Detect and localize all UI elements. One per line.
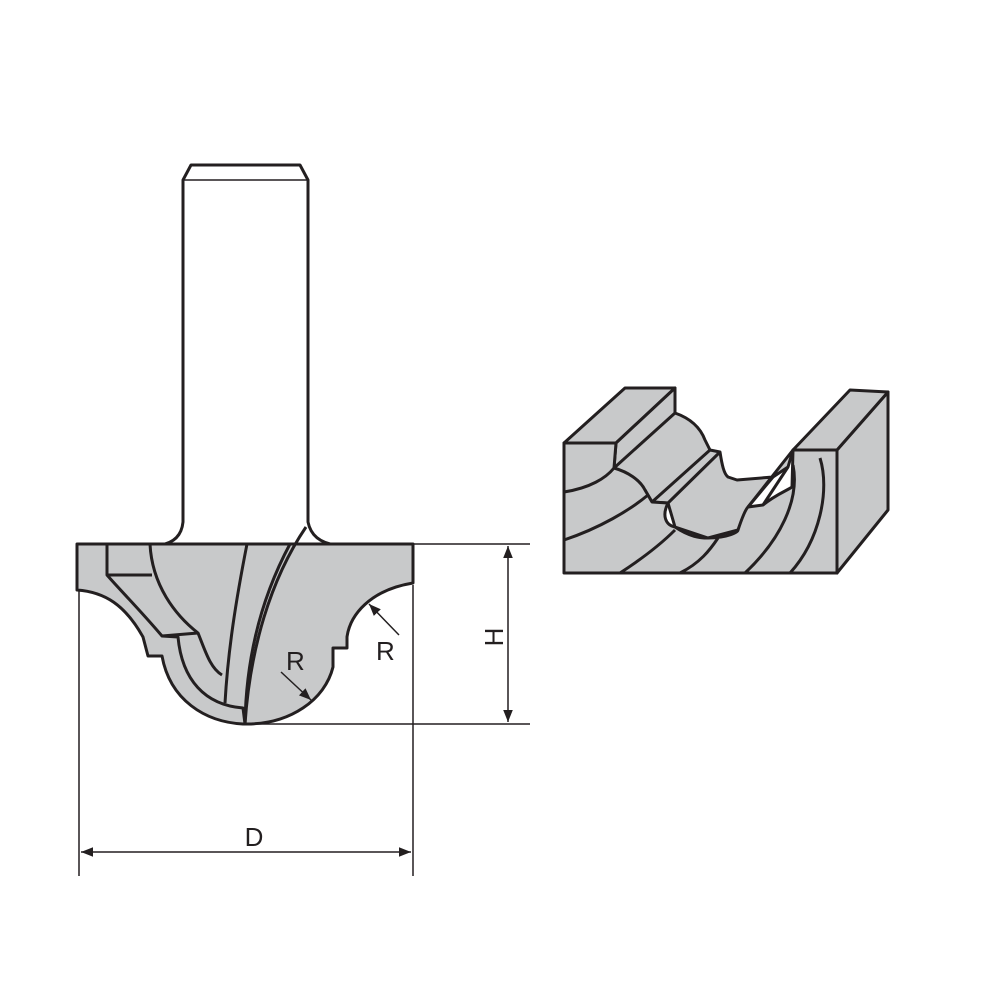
bit-shank — [158, 163, 338, 547]
radius-arrow-inner — [280, 671, 312, 701]
height-dimension — [250, 543, 530, 725]
radius-label-outer: R — [376, 636, 395, 666]
bit-cutter-head — [75, 526, 415, 726]
height-label: H — [479, 628, 509, 647]
flute-face — [105, 542, 292, 726]
radius-arrow-outer — [368, 603, 400, 636]
diameter-label: D — [245, 822, 264, 852]
workpiece-profile — [562, 386, 890, 575]
radius-label-inner: R — [286, 646, 305, 676]
diameter-dimension — [78, 585, 414, 876]
